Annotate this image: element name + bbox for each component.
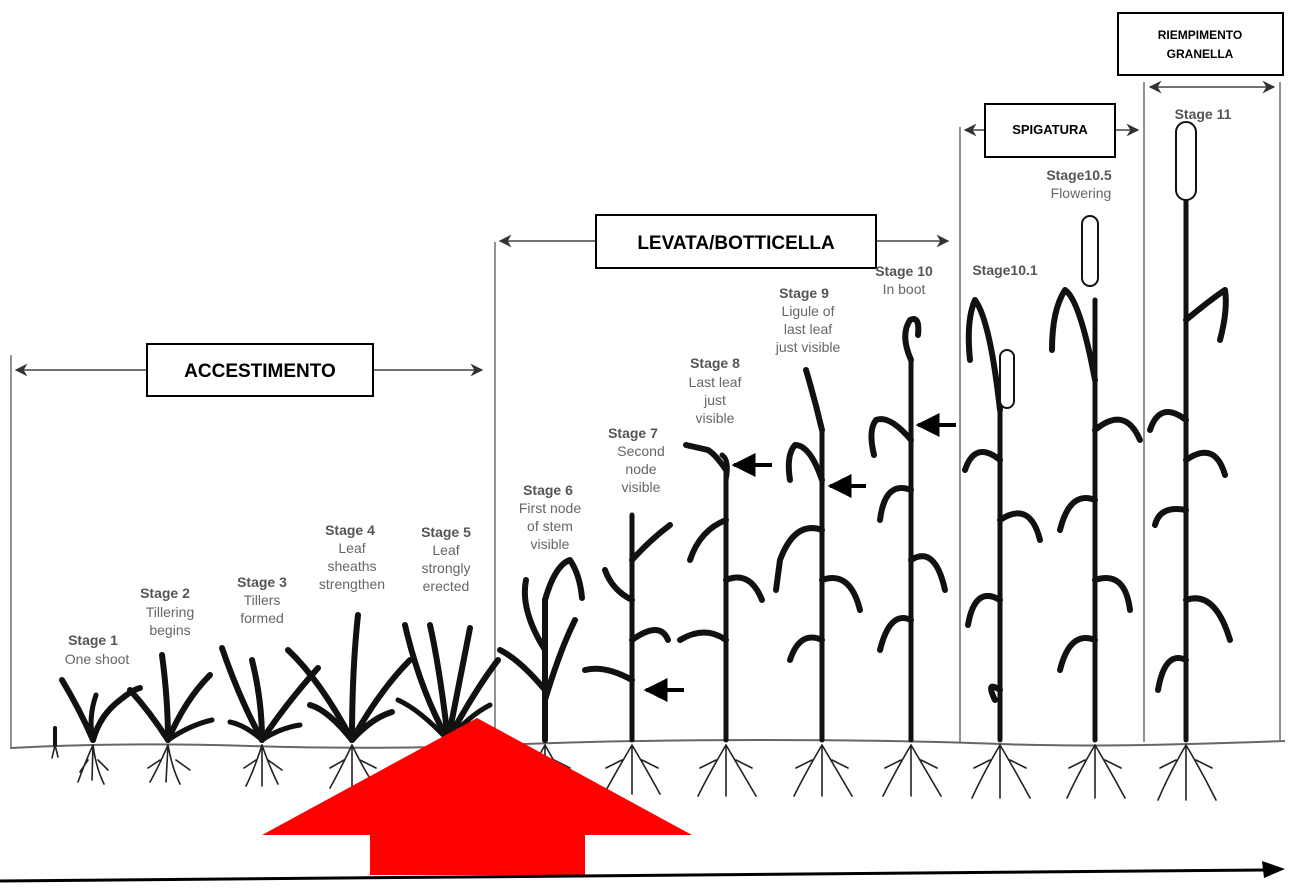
spigatura-label-box: SPIGATURA	[985, 104, 1115, 157]
stage-6-title: Stage 6	[523, 482, 573, 498]
stage-4-title: Stage 4	[325, 522, 375, 538]
stage-3-title: Stage 3	[237, 574, 287, 590]
stage-8-label: Stage 8 Last leaf just visible	[689, 355, 742, 426]
stage-9-label: Stage 9 Ligule of last leaf just visible	[775, 285, 841, 355]
stage-3-desc-0: Tillers	[244, 592, 281, 608]
stage-10-5-grain-head	[1082, 216, 1098, 286]
seedling-illustration	[52, 728, 58, 758]
stage-10-5-title: Stage10.5	[1046, 167, 1112, 183]
stage-2-desc-0: Tillering	[146, 604, 195, 620]
stage-6-desc-2: visible	[531, 536, 570, 552]
stage-7-title: Stage 7	[608, 425, 658, 441]
stage-10-1-label: Stage10.1	[972, 262, 1038, 278]
stage-9-plant	[776, 370, 860, 796]
stage-8-desc-2: visible	[696, 410, 735, 426]
stage-10-desc-0: In boot	[883, 281, 926, 297]
stage-8-desc-1: just	[703, 392, 726, 408]
stage-4-plant	[288, 615, 410, 788]
riempimento-label-box: RIEMPIMENTO GRANELLA	[1118, 13, 1283, 75]
stage-5-desc-2: erected	[423, 578, 470, 594]
stage-10-5-plant	[1052, 216, 1140, 798]
stage-3-label: Stage 3 Tillers formed	[237, 574, 287, 626]
stage-5-desc-0: Leaf	[432, 542, 459, 558]
stage-9-title: Stage 9	[779, 285, 829, 301]
stage-2-title: Stage 2	[140, 585, 190, 601]
stage-5-desc-1: strongly	[421, 560, 470, 576]
stage-5-label: Stage 5 Leaf strongly erected	[421, 524, 471, 594]
accestimento-label-box: ACCESTIMENTO	[147, 344, 373, 396]
riempimento-label-line2: GRANELLA	[1167, 47, 1234, 61]
time-axis-arrow	[0, 861, 1285, 881]
stage-7-label: Stage 7 Second node visible	[608, 425, 665, 495]
stage-7-desc-2: visible	[622, 479, 661, 495]
stage-4-desc-1: sheaths	[327, 558, 376, 574]
stage-1-title: Stage 1	[68, 632, 118, 648]
stage-10-1-plant	[965, 300, 1040, 798]
stage-7-desc-1: node	[625, 461, 656, 477]
stage-6-label: Stage 6 First node of stem visible	[519, 482, 581, 552]
stage-1-desc-0: One shoot	[65, 651, 130, 667]
stage-8-title: Stage 8	[690, 355, 740, 371]
stage-8-desc-0: Last leaf	[689, 374, 742, 390]
stage-11-grain-head	[1176, 122, 1196, 200]
stage-9-desc-0: Ligule of	[782, 303, 835, 319]
stage-1-label: Stage 1 One shoot	[65, 632, 130, 667]
stage-6-desc-1: of stem	[527, 518, 573, 534]
stage-10-title: Stage 10	[875, 263, 933, 279]
stage-1-plant	[62, 680, 140, 784]
stage-9-desc-2: just visible	[775, 339, 841, 355]
stage-10-plant	[871, 319, 945, 796]
stage-10-label: Stage 10 In boot	[875, 263, 933, 297]
stage-2-desc-1: begins	[149, 622, 190, 638]
stage-4-desc-0: Leaf	[338, 540, 365, 556]
stage-9-desc-1: last leaf	[784, 321, 832, 337]
stage-11-label: Stage 11	[1175, 106, 1232, 122]
spigatura-label: SPIGATURA	[1012, 122, 1088, 137]
stage-10-1-title: Stage10.1	[972, 262, 1038, 278]
stage-7-plant	[585, 515, 670, 794]
accestimento-label: ACCESTIMENTO	[184, 361, 336, 382]
stage-10-5-desc-0: Flowering	[1051, 185, 1112, 201]
stage-2-plant	[130, 655, 212, 784]
stage-10-5-label: Stage10.5 Flowering	[1046, 167, 1112, 201]
stage-11-title: Stage 11	[1175, 106, 1232, 122]
stage-6-desc-0: First node	[519, 500, 581, 516]
riempimento-label-line1: RIEMPIMENTO	[1158, 28, 1242, 42]
stage-4-label: Stage 4 Leaf sheaths strengthen	[319, 522, 385, 592]
stage-2-label: Stage 2 Tillering begins	[140, 585, 194, 638]
levata-label: LEVATA/BOTTICELLA	[637, 233, 835, 254]
stage-3-desc-1: formed	[240, 610, 284, 626]
stage-7-desc-0: Second	[617, 443, 664, 459]
levata-label-box: LEVATA/BOTTICELLA	[596, 215, 876, 268]
stage-8-plant	[680, 445, 762, 796]
stage-5-title: Stage 5	[421, 524, 471, 540]
stage-10-1-grain-head	[1000, 350, 1014, 408]
stage-11-plant	[1150, 122, 1230, 800]
stage-4-desc-2: strengthen	[319, 576, 385, 592]
